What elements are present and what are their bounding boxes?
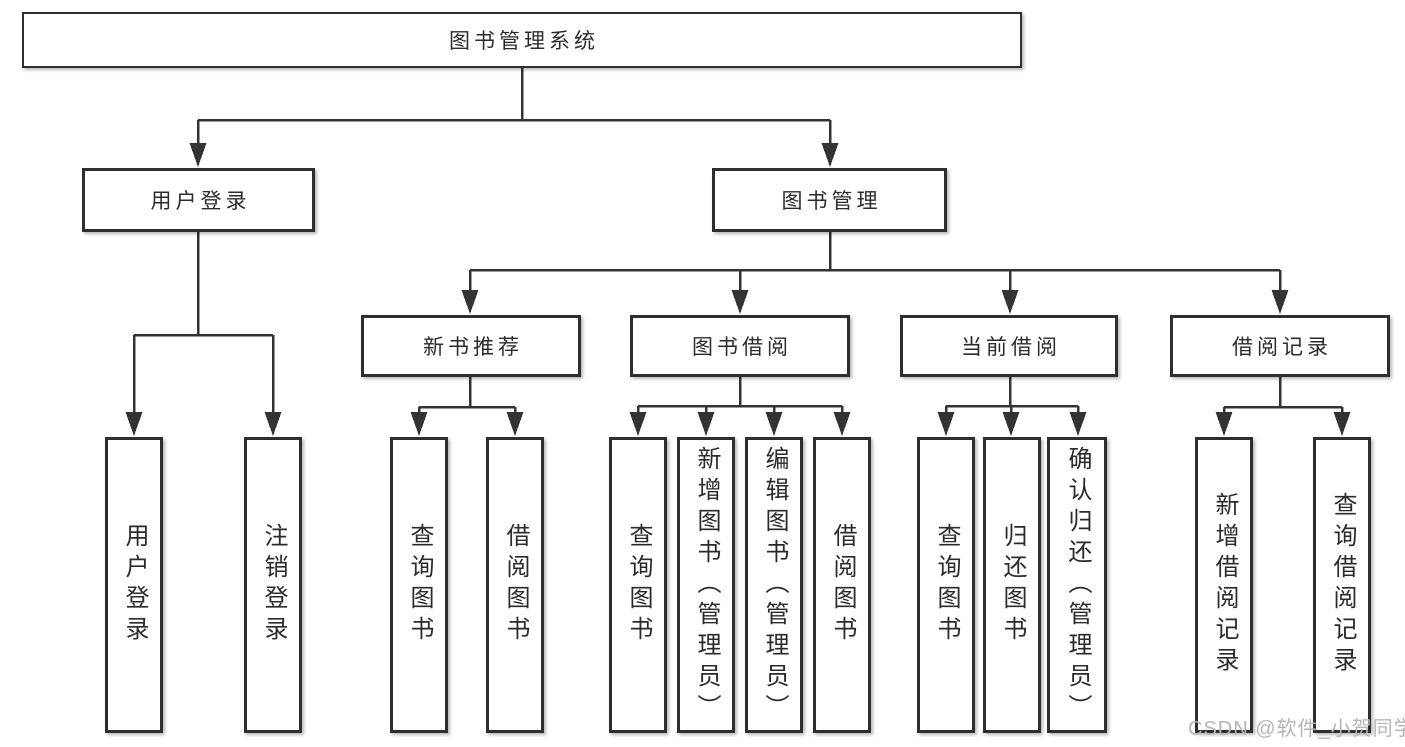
arrowhead-icon	[937, 412, 955, 436]
node-borrow-records-label: 借阅记录	[1232, 336, 1332, 359]
arrowhead-icon	[506, 412, 524, 436]
leaf-borrow-books-1-label: 借阅图书	[502, 523, 529, 647]
leaf-query-borrow-record-label: 查询借阅记录	[1329, 492, 1356, 678]
arrowhead-icon	[1333, 412, 1351, 436]
leaf-borrow-books-1: 借阅图书	[486, 437, 544, 733]
connector-book-mgmt-to-level3	[468, 232, 1282, 293]
leaf-query-borrow-record: 查询借阅记录	[1313, 437, 1371, 733]
connector-current-borrow-to-leaves	[944, 377, 1080, 416]
arrowhead-icon	[410, 412, 428, 436]
leaf-add-books-admin-label: 新增图书（管理员）	[693, 445, 720, 725]
connector-user-login-to-leaves	[132, 232, 275, 415]
node-user-login: 用户登录	[82, 168, 315, 232]
leaf-logout-label: 注销登录	[260, 523, 287, 647]
arrowhead-icon	[821, 143, 839, 167]
watermark: CSDN @软件_小贺同学	[1188, 718, 1405, 740]
leaf-confirm-return-admin-label: 确认归还（管理员）	[1064, 445, 1091, 725]
leaf-add-borrow-record-label: 新增借阅记录	[1211, 492, 1238, 678]
leaf-query-books-3: 查询图书	[917, 437, 975, 733]
node-root: 图书管理系统	[22, 12, 1022, 68]
connector-new-book-to-leaves	[417, 377, 517, 416]
leaf-logout: 注销登录	[244, 437, 302, 733]
arrowhead-icon	[264, 412, 282, 436]
arrowhead-icon	[697, 412, 715, 436]
node-current-borrow: 当前借阅	[900, 315, 1118, 377]
arrowhead-icon	[731, 290, 749, 314]
leaf-query-books-1-label: 查询图书	[406, 523, 433, 647]
node-borrow-records: 借阅记录	[1170, 315, 1390, 377]
leaf-edit-books-admin: 编辑图书（管理员）	[745, 437, 803, 733]
arrowhead-icon	[629, 412, 647, 436]
arrowhead-icon	[1215, 412, 1233, 436]
leaf-user-login: 用户登录	[105, 437, 163, 733]
arrowhead-icon	[1002, 412, 1020, 436]
connector-book-borrow-to-leaves	[636, 377, 844, 416]
node-root-label: 图书管理系统	[449, 30, 599, 53]
arrowhead-icon	[1001, 290, 1019, 314]
leaf-borrow-books-2-label: 借阅图书	[829, 523, 856, 647]
arrowhead-icon	[1271, 290, 1289, 314]
arrowhead-icons	[125, 143, 1351, 436]
arrowhead-icon	[125, 412, 143, 436]
connector-borrow-records-to-leaves	[1222, 377, 1344, 416]
arrowhead-icon	[189, 143, 207, 167]
leaf-add-borrow-record: 新增借阅记录	[1195, 437, 1253, 733]
node-user-login-label: 用户登录	[150, 190, 251, 213]
leaf-query-books-2-label: 查询图书	[625, 523, 652, 647]
arrowhead-icon	[461, 290, 479, 314]
arrowhead-icon	[1069, 412, 1087, 436]
leaf-borrow-books-2: 借阅图书	[813, 437, 871, 733]
leaf-user-login-label: 用户登录	[121, 523, 148, 647]
node-new-book-recommend: 新书推荐	[361, 315, 581, 377]
arrowhead-icon	[765, 412, 783, 436]
node-book-management: 图书管理	[712, 168, 947, 232]
leaf-edit-books-admin-label: 编辑图书（管理员）	[761, 445, 788, 725]
arrowhead-icon	[833, 412, 851, 436]
node-book-borrow-label: 图书借阅	[692, 336, 792, 359]
node-book-management-label: 图书管理	[781, 190, 882, 213]
leaf-return-books: 归还图书	[983, 437, 1041, 733]
leaf-return-books-label: 归还图书	[999, 523, 1026, 647]
leaf-query-books-1: 查询图书	[390, 437, 448, 733]
leaf-query-books-2: 查询图书	[609, 437, 667, 733]
connector-root-to-level2	[196, 68, 832, 146]
node-current-borrow-label: 当前借阅	[961, 336, 1061, 359]
leaf-query-books-3-label: 查询图书	[933, 523, 960, 647]
leaf-add-books-admin: 新增图书（管理员）	[677, 437, 735, 733]
leaf-confirm-return-admin: 确认归还（管理员）	[1047, 437, 1107, 733]
node-book-borrow: 图书借阅	[630, 315, 850, 377]
node-new-book-recommend-label: 新书推荐	[423, 336, 523, 359]
